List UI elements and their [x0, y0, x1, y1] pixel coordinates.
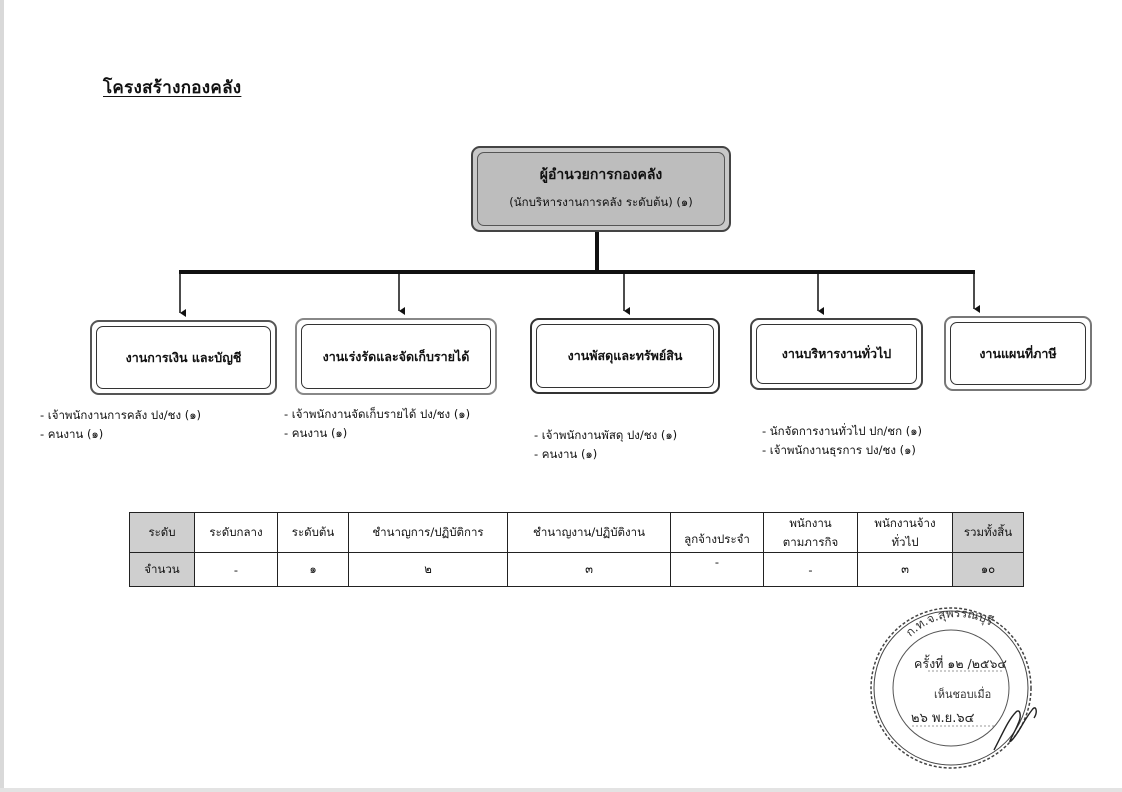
approval-stamp: ก.ท.จ.สุพรรณบุรี ครั้งที่ ๑๒ /๒๕๖๔ เห็นช…	[870, 606, 1037, 769]
dept-label: งานแผนที่ภาษี	[979, 345, 1057, 361]
table-header-cell: พนักงานจ้าง ทั่วไป	[857, 512, 953, 553]
table-cell: -	[194, 552, 278, 587]
stamp-org-text: ก.ท.จ.สุพรรณบุรี	[903, 606, 996, 639]
table-cell: -	[670, 552, 764, 587]
staff-item: - เจ้าพนักงานการคลัง ปง/ชง (๑)	[40, 408, 202, 422]
director-box: ผู้อำนวยการกองคลัง (นักบริหารงานการคลัง …	[471, 146, 731, 232]
table-header-cell: พนักงาน ตามภารกิจ	[763, 512, 858, 553]
dept-box-finance: งานการเงิน และบัญชี	[90, 320, 277, 395]
staff-item: - เจ้าพนักงานพัสดุ ปง/ชง (๑)	[534, 428, 678, 442]
dept-box-tax-map: งานแผนที่ภาษี	[944, 316, 1092, 391]
table-cell: ๑	[277, 552, 349, 587]
dept-label: งานพัสดุและทรัพย์สิน	[567, 348, 683, 363]
staff-list-finance: - เจ้าพนักงานการคลัง ปง/ชง (๑) - คนงาน (…	[40, 406, 201, 444]
handwritten-signature	[993, 707, 1037, 751]
staff-item: - เจ้าพนักงานจัดเก็บรายได้ ปง/ชง (๑)	[284, 407, 471, 421]
staff-item: - เจ้าพนักงานธุรการ ปง/ชง (๑)	[762, 443, 916, 457]
table-cell: ๒	[348, 552, 508, 587]
dept-box-revenue: งานเร่งรัดและจัดเก็บรายได้	[295, 318, 497, 395]
staff-item: - นักจัดการงานทั่วไป ปก/ชก (๑)	[762, 424, 922, 438]
dept-label: งานเร่งรัดและจัดเก็บรายได้	[322, 348, 470, 364]
staff-item: - คนงาน (๑)	[40, 427, 104, 441]
dept-box-supplies: งานพัสดุและทรัพย์สิน	[530, 318, 720, 394]
dept-label: งานการเงิน และบัญชี	[125, 349, 242, 365]
dept-box-admin: งานบริหารงานทั่วไป	[750, 318, 923, 390]
table-header-cell: ลูกจ้างประจำ	[670, 512, 764, 553]
page-title: โครงสร้างกองคลัง	[103, 78, 242, 98]
table-cell: ๓	[507, 552, 671, 587]
dept-label: งานบริหารงานทั่วไป	[781, 346, 892, 361]
director-title: ผู้อำนวยการกองคลัง	[539, 167, 663, 183]
stamp-approved-text: เห็นชอบเมื่อ	[934, 686, 991, 701]
table-cell: ๑๐	[952, 552, 1024, 587]
staff-list-supplies: - เจ้าพนักงานพัสดุ ปง/ชง (๑) - คนงาน (๑)	[534, 426, 677, 464]
table-cell: ๓	[857, 552, 953, 587]
table-header-cell: รวมทั้งสิ้น	[952, 512, 1024, 553]
staff-list-revenue: - เจ้าพนักงานจัดเก็บรายได้ ปง/ชง (๑) - ค…	[284, 405, 470, 443]
stamp-date-text: ๒๖ พ.ย.๖๔	[911, 711, 975, 726]
page-edge-bottom	[0, 788, 1122, 792]
table-header-row: ระดับ ระดับกลาง ระดับต้น ชำนาญการ/ปฏิบัต…	[129, 512, 1024, 553]
table-header-cell: ระดับต้น	[277, 512, 349, 553]
staff-item: - คนงาน (๑)	[534, 447, 598, 461]
table-cell: -	[763, 552, 858, 587]
table-cell: จำนวน	[129, 552, 195, 587]
page-edge-left	[0, 0, 4, 792]
table-header-cell: ระดับ	[129, 512, 195, 553]
table-header-cell: ชำนาญงาน/ปฏิบัติงาน	[507, 512, 671, 553]
staffing-summary-table: ระดับ ระดับกลาง ระดับต้น ชำนาญการ/ปฏิบัต…	[129, 512, 1024, 587]
staff-item: - คนงาน (๑)	[284, 426, 348, 440]
stamp-meeting-text: ครั้งที่ ๑๒ /๒๕๖๔	[914, 654, 1007, 671]
director-subtitle: (นักบริหารงานการคลัง ระดับต้น) (๑)	[509, 195, 693, 209]
table-row: จำนวน - ๑ ๒ ๓ - - ๓ ๑๐	[129, 552, 1024, 587]
staff-list-admin: - นักจัดการงานทั่วไป ปก/ชก (๑) - เจ้าพนั…	[762, 422, 922, 460]
table-header-cell: ระดับกลาง	[194, 512, 278, 553]
table-header-cell: ชำนาญการ/ปฏิบัติการ	[348, 512, 508, 553]
